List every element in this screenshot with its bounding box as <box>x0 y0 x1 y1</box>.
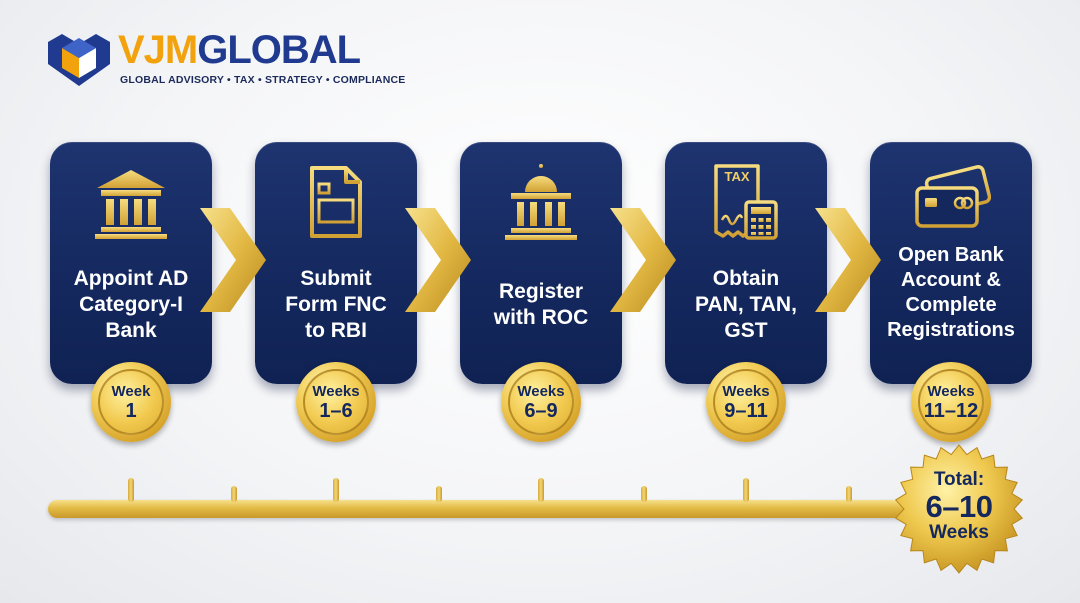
chevron-right-icon <box>815 208 881 312</box>
government-building-icon <box>505 164 577 240</box>
step-label-line: Obtain <box>712 267 780 290</box>
timeline-tick-major <box>743 478 749 502</box>
tax-icon-text: TAX <box>724 169 749 184</box>
timeline-tick-minor <box>846 486 852 502</box>
step-label-line: Open Bank <box>898 244 1004 266</box>
total-duration: Total: 6–10 Weeks <box>893 470 1025 543</box>
chevron-right-icon <box>200 208 266 312</box>
week-badge: Weeks 9–11 <box>706 362 786 442</box>
week-badge: Week 1 <box>91 362 171 442</box>
week-badge-range: 11–12 <box>923 399 979 422</box>
week-badge: Weeks 11–12 <box>911 362 991 442</box>
step-card-open-bank-account: Open Bank Account & Complete Registratio… <box>870 142 1032 384</box>
form-document-icon <box>310 166 362 238</box>
week-badge: Weeks 6–9 <box>501 362 581 442</box>
total-starburst-badge <box>894 444 1024 574</box>
step-label: Appoint AD Category-I Bank <box>56 250 206 360</box>
brand-name-vjm: VJM <box>118 28 198 72</box>
timeline-tick-minor <box>436 486 442 502</box>
week-badge-range: 9–11 <box>724 399 768 422</box>
brand-tagline: GLOBAL ADVISORY • TAX • STRATEGY • COMPL… <box>120 74 406 86</box>
timeline-tick-major <box>333 478 339 502</box>
step-label: Open Bank Account & Complete Registratio… <box>876 238 1026 348</box>
week-badge-range: 6–9 <box>524 399 558 422</box>
step-label-line: Account & <box>901 269 1001 291</box>
step-card-appoint-bank: Appoint AD Category-I Bank <box>50 142 212 384</box>
chevron-right-icon <box>405 208 471 312</box>
week-badge-unit: Week <box>111 382 151 400</box>
step-label-line: Registrations <box>887 319 1015 341</box>
step-label: Register with ROC <box>466 250 616 360</box>
brand-logo: VJMGLOBAL GLOBAL ADVISORY • TAX • STRATE… <box>48 30 408 90</box>
total-value: 6–10 <box>925 489 993 524</box>
week-badge: Weeks 1–6 <box>296 362 376 442</box>
step-label-line: Bank <box>105 319 157 342</box>
total-label: Total: <box>933 469 985 490</box>
credit-cards-icon <box>915 165 991 228</box>
vjm-cube-icon <box>48 34 110 86</box>
step-label-line: PAN, TAN, <box>695 293 797 316</box>
step-label-line: Submit <box>300 267 372 290</box>
step-label: Obtain PAN, TAN, GST <box>671 250 821 360</box>
step-label-line: Appoint AD <box>73 267 189 290</box>
step-label-line: to RBI <box>305 319 367 342</box>
step-card-register-roc: Register with ROC <box>460 142 622 384</box>
timeline-tick-minor <box>231 486 237 502</box>
step-card-submit-fnc: Submit Form FNC to RBI <box>255 142 417 384</box>
brand-name-global: GLOBAL <box>197 28 361 72</box>
total-unit: Weeks <box>929 522 989 543</box>
week-badge-unit: Weeks <box>722 382 770 400</box>
week-badge-range: 1 <box>125 399 137 422</box>
bank-building-icon <box>95 170 167 239</box>
week-badge-unit: Weeks <box>312 382 360 400</box>
step-label-line: Register <box>498 280 584 303</box>
step-label-line: with ROC <box>493 306 589 329</box>
step-label-line: Complete <box>905 294 997 316</box>
step-label: Submit Form FNC to RBI <box>261 250 411 360</box>
timeline-tick-major <box>128 478 134 502</box>
step-label-line: Category-I <box>79 293 183 316</box>
step-card-obtain-pan-tan-gst: TAX Obtain PAN, TAN, GST <box>665 142 827 384</box>
timeline-tick-minor <box>641 486 647 502</box>
week-badge-unit: Weeks <box>517 382 565 400</box>
week-badge-range: 1–6 <box>319 399 353 422</box>
tax-calculator-icon: TAX <box>714 164 778 240</box>
timeline-tick-major <box>538 478 544 502</box>
step-label-line: GST <box>724 319 768 342</box>
chevron-right-icon <box>610 208 676 312</box>
step-label-line: Form FNC <box>285 293 387 316</box>
week-badge-unit: Weeks <box>927 382 975 400</box>
brand-name: VJMGLOBAL <box>118 28 361 72</box>
timeline-bar <box>48 500 928 518</box>
